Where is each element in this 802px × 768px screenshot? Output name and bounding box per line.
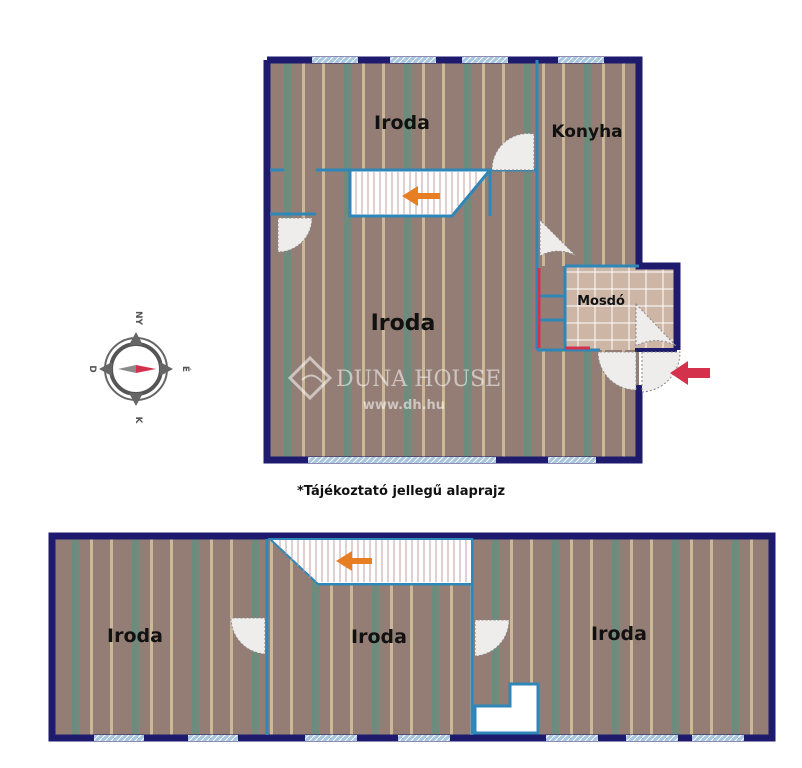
compass-needle-icon bbox=[118, 365, 136, 373]
window bbox=[462, 57, 508, 63]
compass-tip-north-icon bbox=[129, 332, 143, 345]
room-label-iroda-mid: Iroda bbox=[351, 626, 407, 648]
upper-floor-surface bbox=[267, 60, 639, 460]
room-label-mosdo: Mosdó bbox=[577, 294, 625, 309]
lower-staircase bbox=[267, 538, 473, 585]
lower-niche bbox=[473, 682, 540, 735]
compass: NY K D É bbox=[87, 311, 192, 425]
watermark-url: www.dh.hu bbox=[363, 398, 445, 413]
window bbox=[188, 735, 238, 741]
room-label-iroda-top: Iroda bbox=[374, 112, 430, 134]
stairs-arrow-icon bbox=[402, 186, 440, 206]
window bbox=[548, 457, 596, 463]
duna-house-logo-icon bbox=[287, 355, 333, 401]
room-label-iroda-main: Iroda bbox=[371, 311, 436, 336]
doors-lower bbox=[230, 617, 510, 657]
watermark: DUNA HOUSE www.dh.hu bbox=[287, 355, 501, 413]
compass-tip-west-icon bbox=[99, 362, 112, 376]
window bbox=[390, 57, 436, 63]
doors-upper bbox=[277, 133, 681, 393]
door-swing bbox=[597, 351, 637, 391]
room-label-iroda-left: Iroda bbox=[107, 625, 163, 647]
door-swing bbox=[277, 217, 313, 253]
window bbox=[94, 735, 144, 741]
watermark-brand: DUNA HOUSE bbox=[336, 367, 501, 392]
window bbox=[692, 735, 744, 741]
window bbox=[626, 735, 678, 741]
window bbox=[558, 57, 604, 63]
door-swing bbox=[641, 351, 681, 393]
door-swing bbox=[230, 617, 266, 655]
window bbox=[546, 735, 598, 741]
room-label-konyha: Konyha bbox=[551, 122, 622, 142]
lower-floor-plan: Iroda Iroda Iroda bbox=[48, 532, 776, 742]
mosdo-closet bbox=[537, 266, 565, 350]
stairs-arrow-icon bbox=[336, 551, 372, 571]
upper-staircase bbox=[348, 168, 494, 218]
compass-tip-south-icon bbox=[129, 393, 143, 406]
room-label-iroda-right: Iroda bbox=[591, 623, 647, 645]
compass-label-north: NY bbox=[133, 311, 143, 326]
disclaimer-note: *Tájékoztató jellegű alaprajz bbox=[296, 484, 506, 499]
door-swing bbox=[539, 218, 577, 257]
compass-label-south: K bbox=[133, 417, 143, 425]
window bbox=[398, 735, 450, 741]
upper-floor-plan: Iroda Konyha Iroda Mosdó DUNA HOUSE www.… bbox=[263, 56, 710, 464]
compass-label-east: É bbox=[180, 366, 192, 372]
window bbox=[308, 457, 496, 463]
compass-tip-east-icon bbox=[160, 362, 173, 376]
door-swing bbox=[635, 302, 677, 347]
compass-label-west: D bbox=[87, 365, 97, 372]
entrance-arrow-icon bbox=[670, 361, 710, 385]
window bbox=[312, 57, 358, 63]
door-swing bbox=[474, 619, 510, 657]
window bbox=[305, 735, 357, 741]
door-swing bbox=[491, 133, 535, 171]
